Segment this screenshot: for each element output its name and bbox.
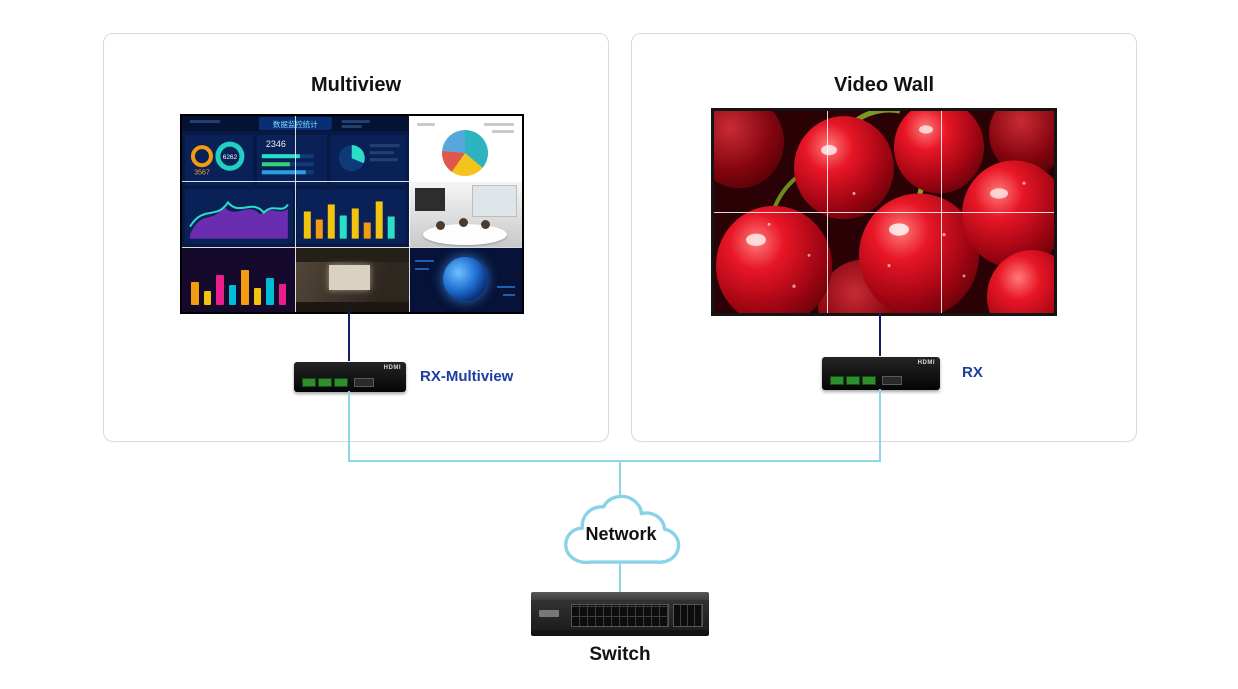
network-line-left [348, 391, 350, 462]
globe-tile [408, 246, 522, 312]
multiview-panel: Multiview 数据监控统计 3567 [103, 33, 609, 442]
data-line [502, 293, 516, 296]
switch-front-face [531, 600, 709, 630]
data-line [415, 259, 434, 262]
pie-chart-tile [408, 116, 522, 182]
bar-chart-graphic [191, 260, 287, 306]
switch-brand-logo [539, 610, 559, 617]
person-graphic [458, 218, 468, 228]
switch-top-face [531, 592, 709, 600]
projection-screen-graphic [329, 264, 371, 290]
meeting-room-tile [295, 246, 409, 312]
receiver-device-videowall: HDMI [822, 357, 940, 390]
network-label: Network [585, 524, 657, 544]
dashboard-stat1: 3567 [194, 169, 210, 176]
network-cloud: Network [558, 492, 684, 576]
terminal-port [302, 378, 316, 387]
switch-sfp-ports [673, 604, 703, 627]
legend-line [484, 123, 514, 126]
network-line-to-cloud [619, 462, 621, 500]
dashboard-title-text: 数据监控统计 [273, 119, 318, 129]
cherries-image [714, 111, 1054, 313]
data-line [415, 267, 430, 270]
hdmi-cable-right [879, 313, 881, 356]
terminal-port [862, 376, 876, 385]
bar-chart-tile [182, 246, 296, 312]
pie-chart-graphic [442, 129, 489, 176]
hdmi-logo: HDMI [917, 360, 935, 366]
globe-graphic [443, 257, 488, 302]
videowall-panel: Video Wall [631, 33, 1137, 442]
multiview-title: Multiview [310, 74, 401, 96]
legend-line [492, 130, 514, 133]
window-graphic [472, 185, 518, 218]
tv-screen-graphic [415, 187, 445, 212]
ethernet-switch [531, 592, 709, 638]
multiview-monitor: 数据监控统计 3567 6262 2346 [180, 114, 524, 314]
terminal-port [846, 376, 860, 385]
switch-label: Switch [589, 644, 651, 665]
table-graphic [423, 223, 508, 245]
terminal-port [318, 378, 332, 387]
terminal-port [830, 376, 844, 385]
data-line [497, 285, 516, 288]
videowall-monitor [711, 108, 1057, 316]
conference-room-tile [408, 181, 522, 247]
network-line-to-switch [619, 552, 621, 592]
videowall-screen [714, 111, 1054, 313]
hdmi-cable-left [348, 311, 350, 361]
floor-graphic [295, 301, 409, 312]
terminal-port [334, 378, 348, 387]
ceiling-graphic [295, 246, 409, 263]
switch-base [531, 630, 709, 636]
network-line-right [879, 389, 881, 462]
network-line-horizontal [348, 460, 881, 462]
multiview-screen: 数据监控统计 3567 6262 2346 [182, 116, 522, 312]
rx-label: RX [962, 364, 983, 381]
person-graphic [435, 220, 445, 230]
hdmi-logo: HDMI [383, 365, 401, 371]
receiver-device-multiview: HDMI [294, 362, 406, 392]
hdmi-port [354, 378, 374, 387]
cloud-icon [564, 494, 681, 565]
hdmi-port [882, 376, 902, 385]
person-graphic [481, 220, 491, 230]
dashboard-graphic: 数据监控统计 3567 6262 2346 [182, 116, 409, 247]
dashboard-stat2: 6262 [223, 154, 238, 161]
dashboard-stat3: 2346 [266, 139, 286, 149]
dashboard-tile: 数据监控统计 3567 6262 2346 [182, 116, 409, 247]
rx-multiview-label: RX-Multiview [420, 368, 514, 385]
videowall-title: Video Wall [833, 74, 935, 96]
switch-ports [571, 604, 669, 627]
legend-line [416, 123, 435, 126]
